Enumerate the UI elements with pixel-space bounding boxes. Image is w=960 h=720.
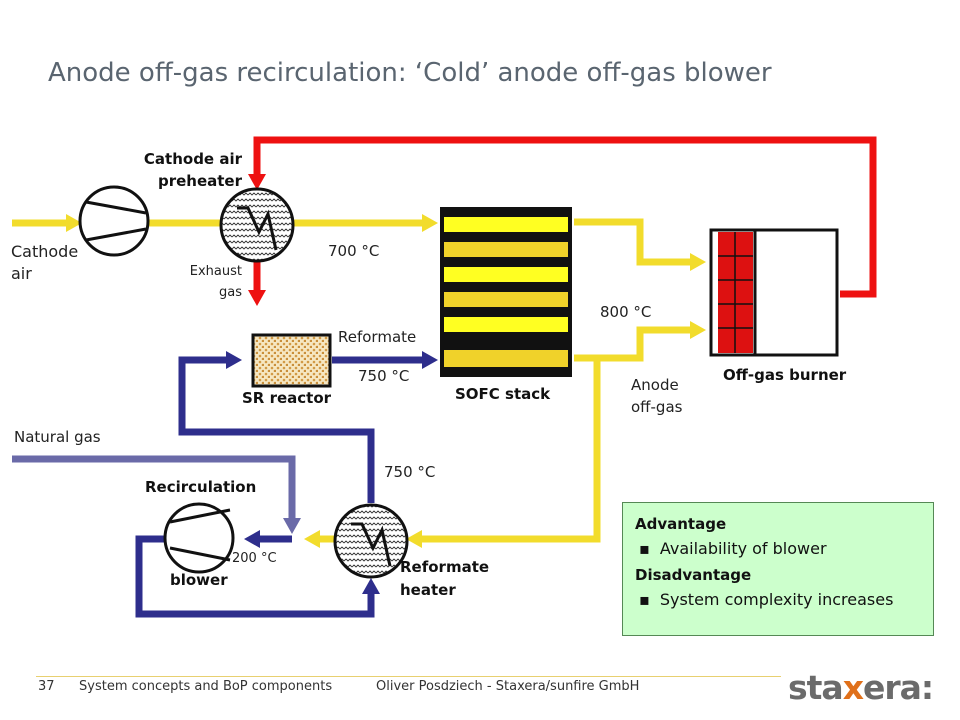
label-temp-200: 200 °C — [232, 551, 277, 566]
label-cathode-air-1: Cathode — [11, 242, 79, 261]
label-temp-800: 800 °C — [600, 303, 652, 321]
label-off-gas-burner: Off-gas burner — [723, 366, 847, 384]
anode-offgas-line — [304, 321, 706, 548]
label-temp-750-sr: 750 °C — [358, 367, 410, 385]
logo-part-3: era — [862, 668, 922, 707]
advantage-item: Availability of blower — [639, 539, 921, 558]
disadvantage-heading: Disadvantage — [635, 566, 752, 584]
label-anode-offgas-1: Anode — [631, 376, 679, 394]
reformate-loop — [135, 351, 438, 618]
sofc-stack — [440, 207, 572, 377]
logo-part-2: x — [842, 668, 864, 707]
recirculation-blower — [163, 502, 235, 574]
logo-part-1: sta — [788, 668, 844, 707]
label-cathode-air-preheater-1: Cathode air — [143, 150, 242, 168]
off-gas-burner — [709, 228, 839, 357]
label-blower: blower — [170, 571, 228, 589]
staxera-logo: staxera: — [788, 668, 934, 707]
red-air-loop — [248, 136, 877, 306]
footer-page-number: 37 — [38, 679, 55, 694]
sr-reactor — [251, 333, 332, 388]
logo-part-4: : — [920, 668, 934, 707]
label-sr-reactor: SR reactor — [242, 389, 332, 407]
exhaust-arrow — [248, 290, 266, 306]
label-exhaust-1: Exhaust — [189, 264, 242, 279]
cathode-air-blower — [78, 185, 150, 257]
advantage-box: Advantage Availability of blower Disadva… — [622, 502, 934, 636]
label-reformate-heater-2: heater — [400, 581, 456, 599]
reformate-heater — [333, 503, 409, 579]
disadvantage-item: System complexity increases — [639, 590, 921, 609]
label-recirculation: Recirculation — [145, 478, 257, 496]
label-exhaust-2: gas — [219, 285, 242, 300]
natural-gas-line — [12, 455, 301, 534]
footer-section: System concepts and BoP components — [79, 679, 333, 694]
label-reformate: Reformate — [338, 328, 417, 346]
footer-divider — [36, 676, 781, 677]
label-anode-offgas-2: off-gas — [631, 398, 683, 416]
slide-title: Anode off-gas recirculation: ‘Cold’ anod… — [48, 58, 772, 88]
label-natural-gas: Natural gas — [14, 428, 101, 446]
label-cathode-air-2: air — [11, 264, 32, 283]
label-temp-700: 700 °C — [328, 242, 380, 260]
label-temp-750-heater: 750 °C — [384, 463, 436, 481]
cathode-exit-line — [574, 218, 706, 271]
label-cathode-air-preheater-2: preheater — [157, 172, 242, 190]
footer-author: Oliver Posdziech - Staxera/sunfire GmbH — [376, 679, 640, 694]
advantage-heading: Advantage — [635, 515, 727, 533]
cathode-air-line — [12, 214, 438, 232]
label-reformate-heater-1: Reformate — [400, 558, 490, 576]
label-sofc-stack: SOFC stack — [455, 385, 551, 403]
cathode-air-preheater — [219, 187, 295, 263]
